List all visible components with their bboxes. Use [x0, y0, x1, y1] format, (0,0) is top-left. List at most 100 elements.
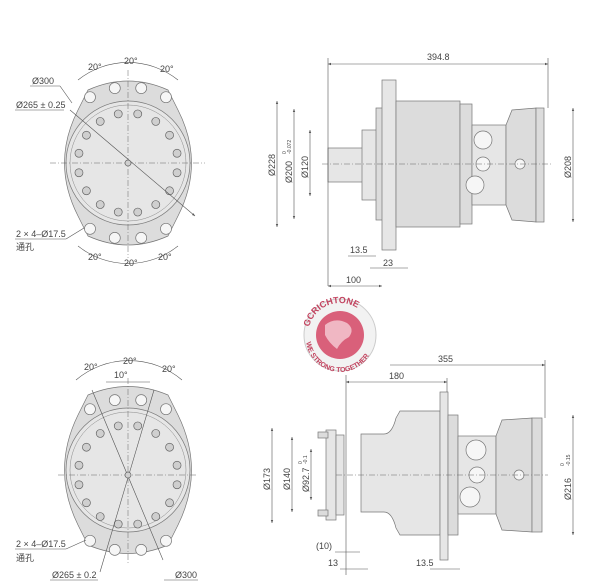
- bolt-hole: [133, 421, 143, 431]
- angle-label: 20°: [84, 362, 98, 372]
- dim-23-label: 23: [383, 258, 393, 268]
- dim-13-label: 13: [328, 558, 338, 568]
- bolt-hole: [82, 186, 91, 196]
- angle-label: 20°: [124, 258, 138, 268]
- top-front-view: 20° 20° 20° 20° 20° 20° Ø300 Ø265 ± 0.25…: [15, 56, 205, 268]
- angle-label: 10°: [114, 370, 128, 380]
- mounting-hole: [160, 403, 172, 416]
- mounting-hole: [160, 222, 172, 235]
- d228-label: Ø228: [267, 154, 277, 176]
- angle-label: 20°: [88, 252, 102, 262]
- mounting-hole: [160, 91, 172, 104]
- d200-label: Ø200: [284, 161, 294, 183]
- pcd-label: Ø265 ± 0.25: [16, 100, 65, 110]
- dim-100-label: 100: [346, 275, 361, 285]
- top-side-view: 394.8 Ø228 Ø200 0 -0.072 Ø120 Ø208 13.5 …: [267, 52, 575, 288]
- dim-180-label: 180: [389, 371, 404, 381]
- bolt-hole: [82, 498, 91, 508]
- bolt-hole: [82, 130, 91, 140]
- bottom-front-view: 20° 20° 20° 10° 2 × 4–Ø17.5 通孔 Ø265 ± 0.…: [15, 356, 198, 581]
- bolt-hole: [165, 130, 174, 140]
- mounting-hole: [135, 231, 148, 244]
- d173-label: Ø173: [262, 468, 272, 490]
- bolt-hole: [74, 480, 84, 490]
- bolt-hole: [113, 207, 123, 217]
- tolerance-lower: -0.1: [303, 455, 309, 464]
- bolt-hole: [151, 117, 161, 126]
- brand-logo: GCRICHTONE WE STRONG TOGETHER: [301, 295, 377, 374]
- mounting-hole: [84, 534, 96, 547]
- mounting-hole: [135, 394, 148, 407]
- mounting-hole: [108, 231, 121, 244]
- bolt-hole: [133, 109, 143, 119]
- mounting-hole: [84, 403, 96, 416]
- angle-label: 20°: [123, 356, 137, 366]
- bolt-hole: [165, 498, 174, 508]
- mounting-hole: [84, 222, 96, 235]
- bolt-hole: [95, 117, 105, 126]
- bolt-hole: [172, 168, 182, 178]
- dim-13-5-label: 13.5: [350, 245, 368, 255]
- housing: [395, 100, 461, 228]
- outer-diameter-label: Ø300: [175, 570, 197, 580]
- through-hole-note: 通孔: [16, 242, 34, 252]
- tolerance-upper: 0: [560, 463, 566, 466]
- bolt-hole: [151, 512, 161, 521]
- mounting-holes: [84, 394, 172, 556]
- bolt-hole: [172, 460, 182, 470]
- bolt-hole: [172, 148, 182, 158]
- bolt-hole: [95, 200, 105, 209]
- bolt-hole: [151, 429, 161, 438]
- overall-length-label: 355: [438, 354, 453, 364]
- bolt-hole: [172, 480, 182, 490]
- bolt-hole: [133, 519, 143, 529]
- mounting-flange: [439, 391, 449, 561]
- bolt-hole: [82, 442, 91, 452]
- tolerance-upper: 0: [282, 151, 288, 154]
- holes-label: 2 × 4–Ø17.5: [16, 229, 66, 239]
- bolt-hole: [95, 512, 105, 521]
- angle-label: 20°: [88, 62, 102, 72]
- dim-13-5-label: 13.5: [416, 558, 434, 568]
- bolt-hole: [151, 200, 161, 209]
- mounting-hole: [108, 394, 121, 407]
- bolt-hole: [165, 186, 174, 196]
- angle-label: 20°: [162, 364, 176, 374]
- mounting-flange: [381, 79, 397, 251]
- mounting-hole: [135, 82, 148, 95]
- bolt-hole: [74, 460, 84, 470]
- holes-label: 2 × 4–Ø17.5: [16, 539, 66, 549]
- mounting-hole: [108, 543, 121, 556]
- outer-diameter-label: Ø300: [32, 76, 54, 86]
- mounting-hole: [160, 534, 172, 547]
- mounting-holes: [84, 82, 172, 244]
- overall-length-label: 394.8: [427, 52, 450, 62]
- d216-label: Ø216: [563, 478, 573, 500]
- d140-label: Ø140: [282, 468, 292, 490]
- through-hole-note: 通孔: [16, 553, 34, 563]
- bottom-side-view: 355 180 Ø173 Ø140 Ø92.7 0 -0.1 Ø216 0 -0…: [262, 354, 575, 575]
- angle-label: 20°: [124, 56, 138, 66]
- bolt-hole: [95, 429, 105, 438]
- bolt-hole: [74, 168, 84, 178]
- bolt-hole: [165, 442, 174, 452]
- dim-10-label: (10): [316, 541, 332, 551]
- tolerance-lower: -0.15: [566, 454, 572, 466]
- d92-label: Ø92.7: [301, 467, 311, 492]
- d208-label: Ø208: [563, 156, 573, 178]
- tolerance-upper: 0: [298, 461, 304, 464]
- bolt-hole: [74, 148, 84, 158]
- d120-label: Ø120: [300, 156, 310, 178]
- bolt-hole: [133, 207, 143, 217]
- bolt-hole: [113, 109, 123, 119]
- tolerance-lower: -0.072: [287, 140, 293, 154]
- output-hub: [325, 429, 337, 521]
- pcd-label: Ø265 ± 0.2: [52, 570, 96, 580]
- angle-label: 20°: [160, 64, 174, 74]
- angle-label: 20°: [158, 252, 172, 262]
- mounting-hole: [84, 91, 96, 104]
- mounting-hole: [108, 82, 121, 95]
- bolt-hole: [113, 519, 123, 529]
- bolt-hole: [113, 421, 123, 431]
